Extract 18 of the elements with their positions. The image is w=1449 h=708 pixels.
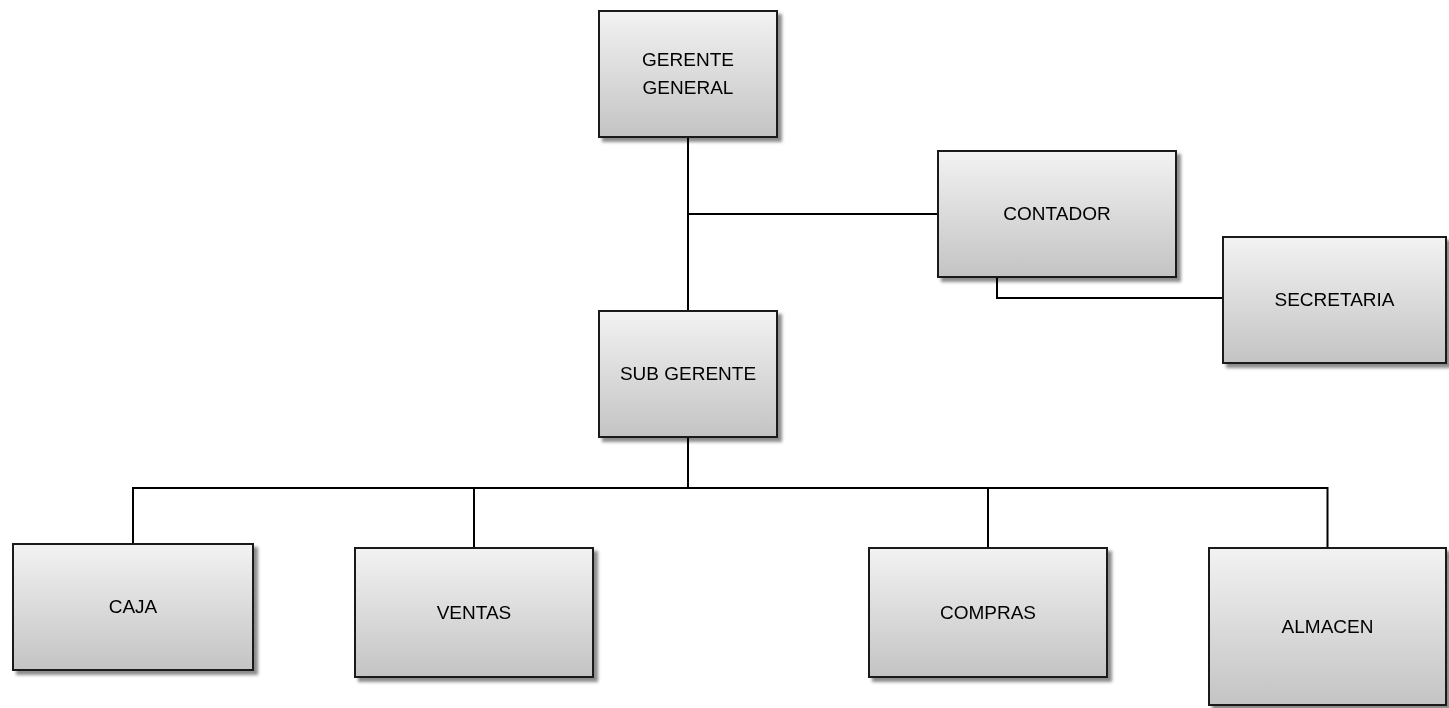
org-box — [937, 150, 1177, 278]
role-label: COMPRAS — [938, 600, 1038, 625]
org-box — [598, 310, 778, 438]
role-label: CONTADOR — [1002, 202, 1112, 227]
role-label: GERENTE GENERAL — [641, 48, 735, 100]
org-box — [12, 543, 254, 671]
role-label: CAJA — [107, 595, 159, 620]
role-label: ALMACEN — [1280, 614, 1375, 639]
org-box — [598, 10, 778, 138]
connector-line — [687, 137, 938, 215]
role-label: VENTAS — [435, 600, 513, 625]
connector-line — [996, 277, 1223, 299]
org-box — [868, 547, 1108, 678]
role-label: SUB GERENTE — [618, 362, 758, 387]
role-label: SECRETARIA — [1273, 288, 1396, 313]
org-box — [1222, 236, 1447, 364]
org-box — [354, 547, 594, 678]
org-box — [1208, 547, 1447, 706]
